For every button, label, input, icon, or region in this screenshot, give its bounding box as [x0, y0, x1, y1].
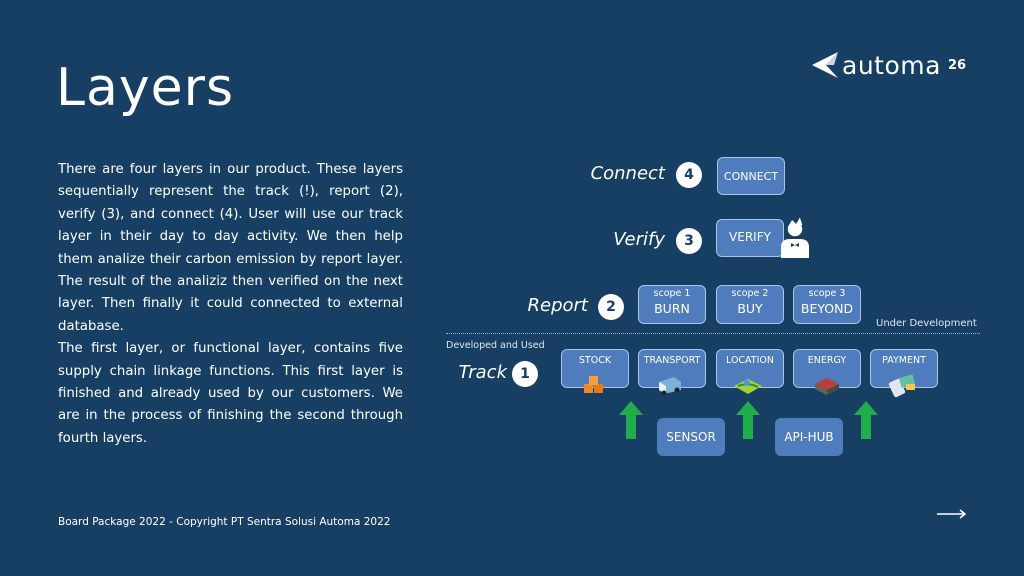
developed-and-used-label: Developed and Used: [446, 340, 545, 351]
factory-icon: [815, 378, 839, 395]
paragraph: There are four layers in our product. Th…: [58, 162, 403, 334]
layer-label-connect: Connect: [590, 163, 665, 184]
box-label: BURN: [654, 301, 690, 316]
box-label: PAYMENT: [882, 355, 926, 366]
scope-label: scope 2: [731, 288, 769, 299]
layer-label-track: Track: [458, 362, 507, 383]
layer-label-verify: Verify: [613, 229, 665, 250]
box-verify: VERIFY: [716, 219, 784, 257]
page-number: 26: [948, 58, 967, 73]
body-text: There are four layers in our product. Th…: [58, 159, 403, 450]
verifier-person-icon: [781, 214, 809, 258]
box-label: BEYOND: [800, 301, 854, 316]
box-scope-3: scope 3 BEYOND: [793, 285, 861, 324]
box-label: LOCATION: [725, 355, 774, 366]
paragraph: The first layer, or functional layer, co…: [58, 341, 403, 446]
box-label: BUY: [737, 301, 763, 316]
scope-label: scope 1: [653, 288, 691, 299]
truck-icon: [659, 377, 681, 396]
next-arrow-icon[interactable]: [936, 508, 968, 520]
box-label: SENSOR: [666, 430, 716, 444]
footer-text: Board Package 2022 - Copyright PT Sentra…: [58, 516, 391, 528]
box-label: API-HUB: [784, 430, 834, 444]
logo-text: automa: [842, 50, 941, 80]
box-api-hub: API-HUB: [775, 418, 843, 456]
box-label: STOCK: [578, 355, 612, 366]
layer-number-2: 2: [598, 294, 624, 320]
layer-divider: [446, 333, 980, 334]
box-scope-1: scope 1 BURN: [638, 285, 706, 324]
layer-number-4: 4: [676, 162, 702, 188]
page-title: Layers: [56, 58, 235, 118]
box-connect: CONNECT: [717, 157, 785, 195]
boxes-icon: [584, 376, 603, 393]
map-icon: [734, 379, 762, 394]
box-sensor: SENSOR: [657, 418, 725, 456]
box-label: ENERGY: [807, 355, 847, 366]
layer-number-1: 1: [512, 361, 538, 387]
box-location: LOCATION: [716, 349, 784, 388]
payment-icon: [888, 374, 916, 398]
under-development-label: Under Development: [876, 318, 977, 329]
scope-label: scope 3: [808, 288, 846, 299]
up-arrow-icon: [619, 401, 643, 439]
layer-label-report: Report: [527, 295, 588, 316]
box-label: TRANSPORT: [643, 355, 701, 366]
automa-logo: automa: [812, 50, 941, 80]
box-label: CONNECT: [723, 169, 779, 183]
up-arrow-icon: [736, 401, 760, 439]
box-label: VERIFY: [729, 230, 771, 244]
layer-number-3: 3: [676, 228, 702, 254]
box-scope-2: scope 2 BUY: [716, 285, 784, 324]
logo-arrow-icon: [812, 52, 838, 78]
up-arrow-icon: [854, 401, 878, 439]
